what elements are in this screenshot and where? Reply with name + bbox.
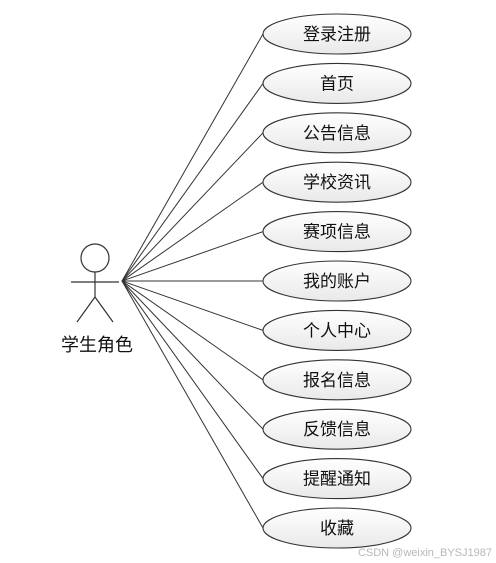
actor-left-leg (76, 296, 96, 323)
association-line (121, 231, 264, 282)
use-case-label: 提醒通知 (303, 470, 371, 490)
use-case: 我的账户 (262, 260, 412, 302)
use-case-ellipse (262, 62, 412, 104)
use-case-ellipse (262, 260, 412, 302)
use-case: 提醒通知 (262, 458, 412, 500)
watermark: CSDN @weixin_BYSJ1987 (357, 547, 492, 559)
use-case-ellipse (262, 211, 412, 253)
use-case-label: 收藏 (320, 519, 354, 539)
association-line (121, 280, 264, 529)
use-case-label: 登录注册 (303, 25, 371, 45)
actor-label: 学生角色 (61, 335, 133, 356)
association-line (121, 280, 264, 430)
actor-right-leg (94, 296, 114, 323)
use-case: 首页 (262, 62, 412, 104)
association-line (121, 280, 264, 479)
actor-stick-figure-icon (71, 243, 119, 323)
association-line (121, 33, 264, 282)
use-case: 赛项信息 (262, 211, 412, 253)
actor-head (80, 243, 110, 273)
use-case-ellipse (262, 408, 412, 450)
use-case-ellipse (262, 458, 412, 500)
association-line (121, 83, 264, 282)
use-case: 登录注册 (262, 13, 412, 55)
use-case: 公告信息 (262, 112, 412, 154)
use-case-label: 我的账户 (303, 272, 371, 292)
use-case-ellipse (262, 112, 412, 154)
use-case-label: 赛项信息 (303, 222, 371, 243)
use-case-label: 学校资讯 (303, 173, 371, 193)
use-case-label: 报名信息 (303, 371, 371, 391)
use-case: 反馈信息 (262, 408, 412, 450)
use-case-label: 个人中心 (303, 321, 371, 341)
use-case: 收藏 (262, 507, 412, 549)
use-case-label: 反馈信息 (303, 420, 371, 440)
use-case: 学校资讯 (262, 161, 412, 203)
use-case-ellipse (262, 359, 412, 401)
use-case: 报名信息 (262, 359, 412, 401)
association-line (121, 280, 264, 331)
use-case-ellipse (262, 13, 412, 55)
use-case-label: 公告信息 (303, 124, 371, 144)
association-line (121, 132, 264, 282)
association-line (121, 181, 264, 282)
use-case-ellipse (262, 161, 412, 203)
use-case-label: 首页 (320, 74, 354, 94)
association-lines (121, 33, 264, 529)
use-case-ellipse (262, 309, 412, 351)
use-case: 个人中心 (262, 309, 412, 351)
association-line (121, 280, 264, 381)
use-case-ellipse (262, 507, 412, 549)
